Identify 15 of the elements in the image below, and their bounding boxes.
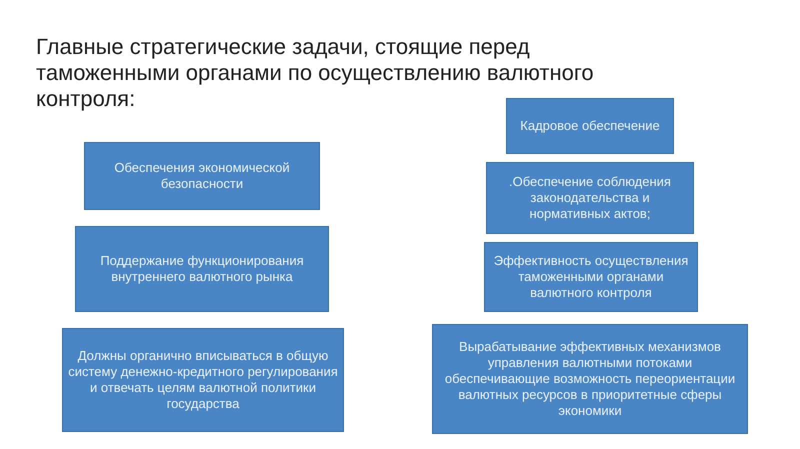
task-box <box>84 142 320 210</box>
task-box <box>506 98 674 154</box>
task-text: Кадровое обеспечение <box>520 118 660 134</box>
task-text: Должны органично вписываться в общую систему денежно-кредитного регулирования и отвечать целям валютной политики государства <box>67 348 339 412</box>
task-text: Поддержание функционирования внутреннего валютного рынка <box>99 253 305 285</box>
task-text: Вырабатывание эффективных механизмов управления валютными потоками обеспечивающие возможность переориентации валютных ресурсов в приоритетные сферы экономики <box>444 339 736 419</box>
task-box <box>484 242 698 312</box>
title: Главные стратегические задачи, стоящие перед таможенными органами по осуществлению валютного контроля: <box>36 34 595 112</box>
task-box <box>75 226 329 312</box>
task-box <box>62 328 344 432</box>
task-text: Обеспечения экономической безопасности <box>113 160 291 192</box>
task-text: .Обеспечение соблюдения законодательства и нормативных актов; <box>508 174 672 222</box>
task-box <box>486 162 694 234</box>
task-box <box>432 324 748 434</box>
task-text: Эффективность осуществления таможенными органами валютного контроля <box>492 253 690 301</box>
